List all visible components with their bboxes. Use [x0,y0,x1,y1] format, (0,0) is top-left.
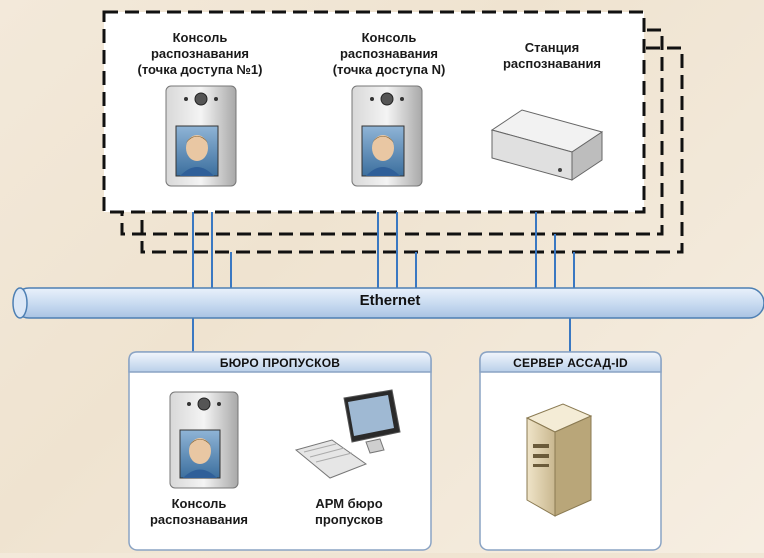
console-n-label: Консоль распознавания (точка доступа N) [332,30,446,77]
ethernet-bus [12,287,764,319]
server-tower-icon [525,403,593,517]
bureau-console-label: Консоль распознавания [149,496,249,527]
bureau-title: БЮРО ПРОПУСКОВ [219,356,341,370]
recognition-console-icon [165,85,237,187]
workstation-computer-icon [294,389,401,479]
ethernet-label: Ethernet [359,292,421,309]
workstation-label: АРМ бюро пропусков [315,496,383,527]
connector-lines [192,212,575,355]
station-label: Станция распознавания [502,40,602,71]
console-1-label: Консоль распознавания (точка доступа №1) [137,30,263,77]
recognition-station-icon [490,109,604,181]
recognition-console-icon [169,391,239,489]
recognition-console-icon [351,85,423,187]
server-title: СЕРВЕР АССАД-ID [513,356,628,370]
